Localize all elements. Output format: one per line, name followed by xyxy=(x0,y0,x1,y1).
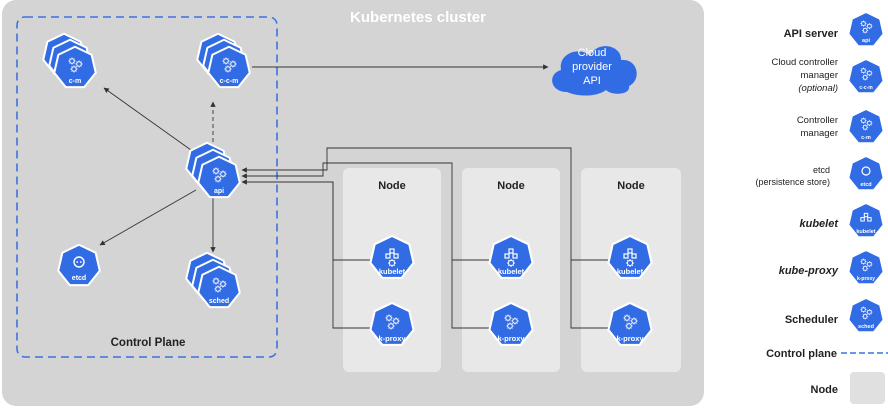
legend-cm-line1: Controller xyxy=(797,115,838,126)
node-title: Node xyxy=(378,180,406,192)
kubelet-icon: kubelet xyxy=(488,234,534,279)
kube-proxy-icon: k-proxy xyxy=(369,301,415,346)
connector-lines xyxy=(99,64,609,329)
legend-ccm-line2: manager xyxy=(801,70,839,81)
cloud-label-line1: Cloud xyxy=(578,47,607,59)
legend-node-swatch xyxy=(850,372,885,404)
svg-text:api: api xyxy=(862,38,870,44)
cloud-controller-manager-icon: c-c-m xyxy=(847,58,885,94)
kproxy-label: k-proxy xyxy=(497,334,525,343)
kube-proxy-icon: k-proxy xyxy=(847,249,885,285)
svg-text:kubelet: kubelet xyxy=(856,229,875,235)
legend-scheduler-label: Scheduler xyxy=(785,314,839,326)
svg-text:sched: sched xyxy=(858,324,874,330)
svg-text:etcd: etcd xyxy=(860,182,871,188)
svg-text:c-m: c-m xyxy=(861,135,871,141)
legend-cm-line2: manager xyxy=(801,128,839,139)
controller-manager-icon: c-m xyxy=(847,108,885,144)
svg-text:k-proxy: k-proxy xyxy=(857,276,875,282)
etcd-label: etcd xyxy=(72,275,86,282)
legend-ccm-line3: (optional) xyxy=(798,83,838,94)
svg-text:c-c-m: c-c-m xyxy=(859,85,873,91)
api-server-icon: api xyxy=(185,141,241,199)
scheduler-icon: sched xyxy=(847,297,885,333)
kubelet-icon: kubelet xyxy=(369,234,415,279)
legend: API server api Cloud controller manager … xyxy=(755,11,888,404)
cloud-controller-manager-icon: c-c-m xyxy=(196,32,251,89)
kubelet-label: kubelet xyxy=(379,267,406,276)
cloud-icon xyxy=(552,46,637,96)
control-plane-boundary xyxy=(16,16,278,358)
kubelet-label: kubelet xyxy=(617,267,644,276)
api-label: api xyxy=(214,188,224,195)
kproxy-label: k-proxy xyxy=(378,334,406,343)
kube-proxy-icon: k-proxy xyxy=(607,301,653,346)
kubelet-label: kubelet xyxy=(498,267,525,276)
control-plane-label: Control Plane xyxy=(111,337,186,349)
legend-node-label: Node xyxy=(811,384,839,396)
legend-kproxy-label: kube-proxy xyxy=(779,265,839,277)
scheduler-icon: sched xyxy=(185,251,241,309)
cm-label: c-m xyxy=(69,78,81,85)
kubelet-icon: kubelet xyxy=(607,234,653,279)
ccm-label: c-c-m xyxy=(220,78,239,85)
legend-etcd-line2: (persistence store) xyxy=(755,177,830,187)
legend-control-plane-label: Control plane xyxy=(766,348,837,360)
cloud-provider-api: Cloud provider API xyxy=(552,46,637,96)
legend-kubelet-label: kubelet xyxy=(799,218,839,230)
kubelet-icon: kubelet xyxy=(847,202,885,238)
legend-etcd-line1: etcd xyxy=(813,165,830,175)
api-server-icon: api xyxy=(847,11,885,47)
node-title: Node xyxy=(497,180,525,192)
cloud-label-line2: provider xyxy=(572,61,612,73)
legend-ccm-line1: Cloud controller xyxy=(771,57,838,68)
kube-proxy-icon: k-proxy xyxy=(488,301,534,346)
controller-manager-icon: c-m xyxy=(42,32,97,89)
sched-label: sched xyxy=(209,298,229,305)
etcd-icon: etcd xyxy=(57,243,101,287)
cluster-title: Kubernetes cluster xyxy=(350,9,486,26)
kproxy-label: k-proxy xyxy=(616,334,644,343)
etcd-icon: etcd xyxy=(847,155,885,191)
cloud-label-line3: API xyxy=(583,75,601,87)
node-title: Node xyxy=(617,180,645,192)
legend-api-server-label: API server xyxy=(784,28,839,40)
